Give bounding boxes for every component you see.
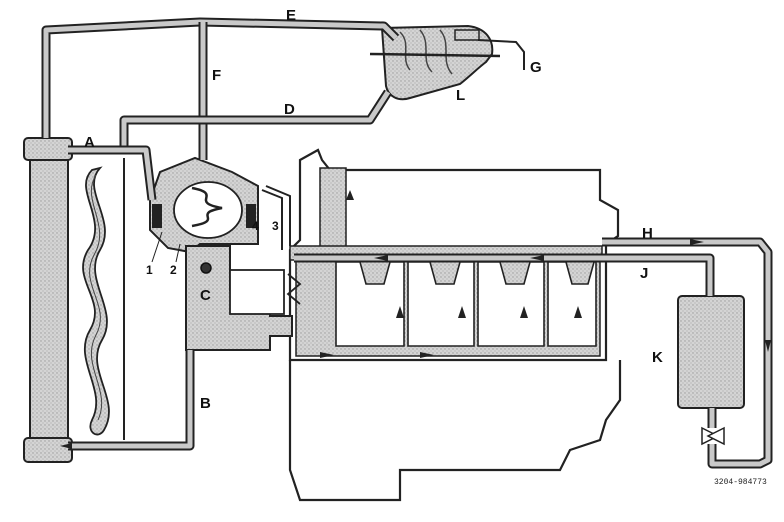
label-d: D xyxy=(284,101,295,118)
label-1: 1 xyxy=(146,263,153,277)
labels: A B C D E F G H J K L 1 2 3 4 3204-98477… xyxy=(84,7,767,487)
heater-core xyxy=(677,295,745,409)
label-k: K xyxy=(652,349,663,366)
label-l: L xyxy=(456,87,465,104)
cylinders xyxy=(335,261,597,347)
flow-arrows xyxy=(60,190,771,449)
expansion-tank xyxy=(369,24,525,101)
label-j: J xyxy=(640,265,648,282)
label-b: B xyxy=(200,395,211,412)
label-4: 4 xyxy=(252,219,259,233)
label-a: A xyxy=(84,134,95,151)
label-h: H xyxy=(642,225,653,242)
heater-valve xyxy=(701,426,725,446)
water-pump xyxy=(185,245,302,351)
radiator xyxy=(23,137,73,463)
engine-block xyxy=(288,148,622,502)
fan xyxy=(82,158,125,440)
label-f: F xyxy=(212,67,221,84)
reference-code: 3204-984773 xyxy=(714,478,767,487)
label-c: C xyxy=(200,287,211,304)
label-3: 3 xyxy=(272,219,279,233)
label-2: 2 xyxy=(170,263,177,277)
thermostat-housing xyxy=(149,156,259,254)
label-e: E xyxy=(286,7,296,24)
label-g: G xyxy=(530,59,542,76)
hoses xyxy=(41,17,773,469)
